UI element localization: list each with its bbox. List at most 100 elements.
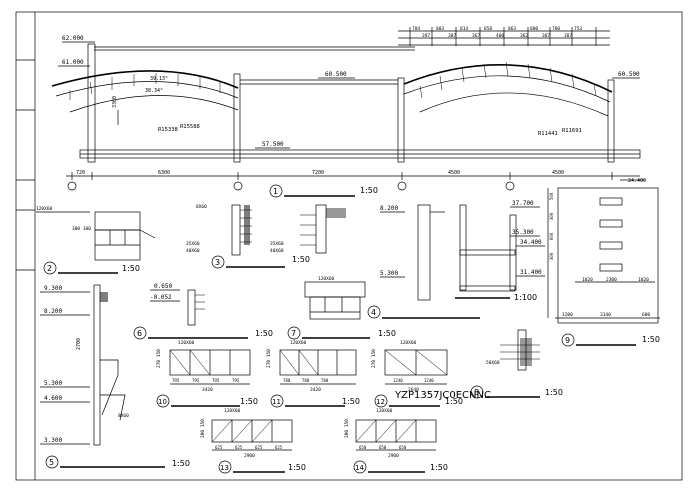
svg-text:120X60: 120X60 — [36, 206, 53, 212]
w13-d5: 625 — [255, 445, 263, 450]
p9-v-3: 300 — [549, 252, 554, 260]
svg-text:270 150: 270 150 — [266, 349, 272, 368]
s4-level-2: 35.300 — [512, 229, 534, 236]
detail-scale-12: 1:50 — [445, 397, 463, 406]
w12-d1: 1240 — [393, 378, 403, 383]
top-dim-3: 858 — [484, 26, 492, 32]
corner-level: 24.400 — [628, 178, 646, 184]
detail-10: 120X60 270 150 795 795 795 795 3420 10 1… — [156, 340, 258, 408]
detail-num-4: 4 — [371, 308, 376, 317]
svg-text:270 150: 270 150 — [371, 349, 377, 368]
title-strip-ticks — [16, 59, 35, 271]
svg-text:40X60: 40X60 — [186, 248, 200, 254]
detail-num-6: 6 — [137, 329, 142, 338]
svg-text:300 100: 300 100 — [72, 226, 91, 232]
sheet-border — [15, 11, 683, 481]
w11-total: 3420 — [310, 387, 321, 393]
detail-scale-10: 1:50 — [240, 397, 258, 406]
detail-scale-13: 1:50 — [288, 463, 306, 472]
s6-level-1: -0.052 — [150, 294, 172, 301]
detail-3: 8X60 35X60 40X60 3 1:50 — [186, 204, 310, 269]
radius-3: R11441 — [538, 131, 558, 137]
span-0: 720 — [76, 170, 85, 176]
top-dim-1: 803 — [436, 26, 444, 32]
top-dim-0: 784 — [412, 26, 420, 32]
svg-text:2700: 2700 — [76, 338, 82, 350]
detail-6: 0.650 -0.052 6 1:50 — [133, 283, 273, 340]
svg-text:40X60: 40X60 — [270, 248, 284, 254]
top-dim-5: 800 — [530, 26, 538, 32]
top-dim2-4: 362 — [520, 33, 528, 39]
detail-num-8: 8 — [474, 388, 479, 397]
w11-code: 120X60 — [290, 340, 307, 346]
top-dim-4: 863 — [508, 26, 516, 32]
detail-7: 120X60 7 1:50 — [287, 276, 396, 340]
height-dim: 3300 — [112, 96, 118, 108]
s4-level-5: 5.300 — [380, 270, 398, 277]
detail-num-3: 3 — [215, 258, 220, 267]
s6-level-0: 0.650 — [154, 283, 172, 290]
detail-scale-1: 1:50 — [360, 186, 378, 195]
w10-code: 120X60 — [178, 340, 195, 346]
w14-total: 2900 — [388, 453, 399, 459]
detail-num-12: 12 — [376, 398, 385, 406]
detail-num-10: 10 — [158, 398, 167, 406]
detail-num-1: 1 — [273, 187, 278, 196]
level-60500-a: 60.500 — [325, 71, 347, 78]
span-4: 4500 — [552, 170, 564, 176]
level-57500: 57.500 — [262, 141, 284, 148]
top-dim-2: 814 — [460, 26, 468, 32]
svg-text:50X60: 50X60 — [486, 360, 500, 366]
p9-mid-0: 1020 — [582, 277, 593, 283]
w14-d5: 650 — [399, 445, 407, 450]
detail-num-5: 5 — [49, 458, 54, 467]
detail-13: 120X60 200 150 625 625 625 625 2900 13 1… — [200, 408, 306, 474]
detail-beam: 35X60 40X60 — [270, 204, 346, 254]
w11-d5: 780 — [321, 378, 329, 383]
s4-level-3: 34.400 — [520, 239, 542, 246]
s4-level-4: 31.400 — [520, 269, 542, 276]
detail-scale-6: 1:50 — [255, 329, 273, 338]
svg-text:35X60: 35X60 — [270, 241, 284, 247]
detail-scale-5: 1:50 — [172, 459, 190, 468]
angle-2: 38.34° — [145, 88, 163, 94]
detail-scale-11: 1:50 — [342, 397, 360, 406]
elevation-1: 62.000 61.000 784 803 814 858 863 800 78… — [51, 26, 646, 198]
w13-d1: 625 — [215, 445, 223, 450]
detail-num-9: 9 — [565, 336, 570, 345]
top-dim2-3: 400 — [496, 33, 504, 39]
p9-v-2: 600 — [549, 232, 554, 240]
top-dim2-0: 397 — [422, 33, 430, 39]
s5-level-2: 5.300 — [44, 380, 62, 387]
radius-1: R15338 — [158, 127, 178, 133]
level-61000: 61.000 — [62, 59, 84, 66]
w10-d1: 795 — [172, 378, 180, 383]
s5-level-4: 3.300 — [44, 437, 62, 444]
detail-2: 120X60 300 100 2 1:50 — [36, 206, 156, 275]
detail-14: 120X60 200 150 650 650 650 2900 14 1:50 — [344, 408, 448, 474]
detail-5: 9.300 8.200 5.300 4.600 3.300 8X60 2700 … — [40, 284, 190, 469]
w14-code: 120X60 — [376, 408, 393, 414]
detail-11: 120X60 270 150 780 780 780 3420 11 1:50 — [266, 340, 360, 408]
w13-code: 120X60 — [224, 408, 241, 414]
detail-scale-4: 1:100 — [514, 293, 537, 302]
p9-v-0: 500 — [549, 192, 554, 200]
detail-scale-3: 1:50 — [292, 255, 310, 264]
s4-level-1: 37.700 — [512, 200, 534, 207]
svg-text:35X60: 35X60 — [186, 241, 200, 247]
p9-h-1: 3140 — [600, 312, 611, 318]
s4-level-0: 8.200 — [380, 205, 398, 212]
span-1: 6300 — [158, 170, 170, 176]
s5-level-1: 8.200 — [44, 308, 62, 315]
top-dim2-1: 387 — [448, 33, 456, 39]
radius-4: R11691 — [562, 128, 582, 134]
w13-total: 2900 — [244, 453, 255, 459]
svg-text:200 150: 200 150 — [344, 419, 350, 438]
angle-1: 39.13° — [150, 76, 168, 82]
svg-text:200 150: 200 150 — [200, 419, 206, 438]
w10-d5: 795 — [212, 378, 220, 383]
svg-text:120X60: 120X60 — [318, 276, 335, 282]
svg-text:270 150: 270 150 — [156, 349, 162, 368]
w12-code: 120X60 — [400, 340, 417, 346]
